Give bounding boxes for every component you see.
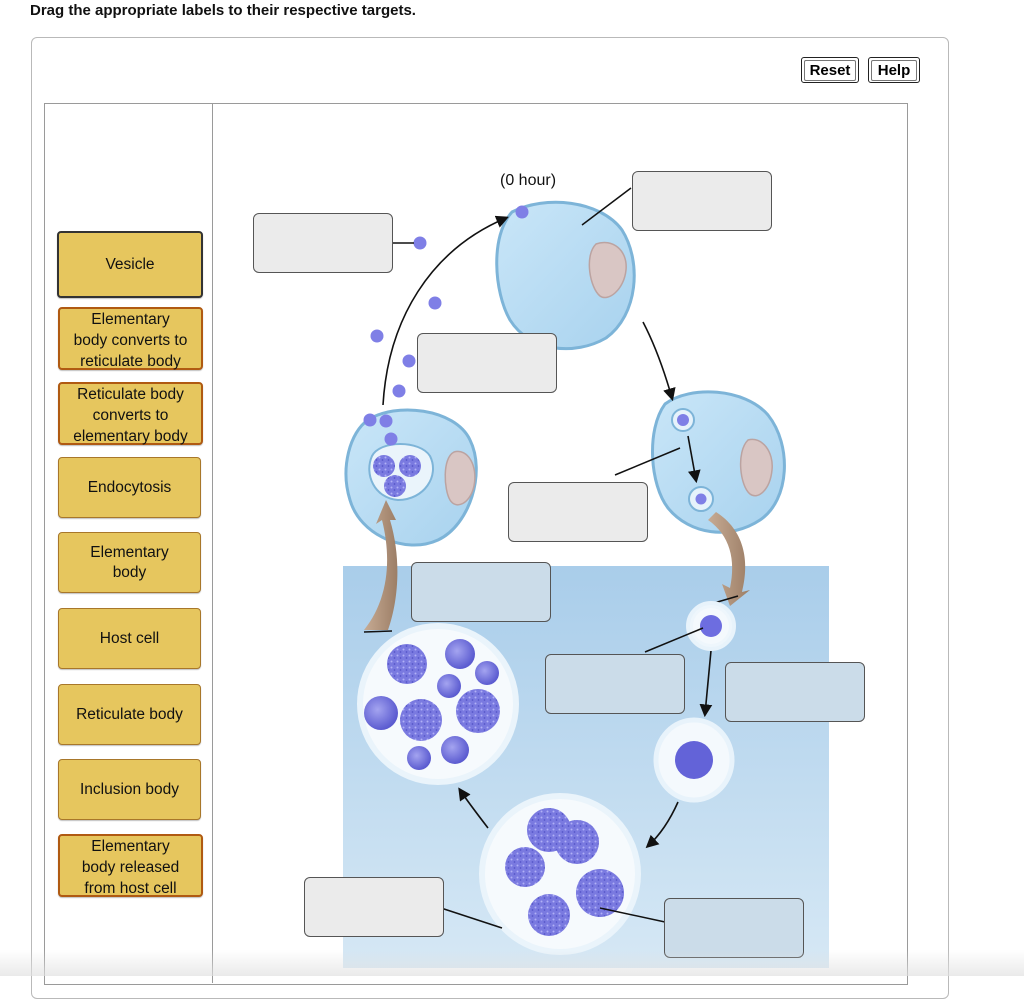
label-rb-to-eb[interactable]: Reticulate body converts to elementary bod… xyxy=(58,382,203,445)
label-text-line: Host cell xyxy=(99,629,160,647)
help-button[interactable]: Help xyxy=(868,57,920,83)
drop-target-1[interactable] xyxy=(253,213,393,273)
label-text-line: converts to xyxy=(92,407,169,424)
label-text-line: Inclusion body xyxy=(79,780,180,798)
label-vesicle[interactable]: Vesicle xyxy=(57,231,203,298)
drop-target-7[interactable] xyxy=(725,662,865,722)
time-label: (0 hour) xyxy=(500,172,557,189)
drop-target-5[interactable] xyxy=(411,562,551,622)
drop-target-3[interactable] xyxy=(417,333,557,393)
reset-button-label: Reset xyxy=(804,60,856,81)
label-text-line: Endocytosis xyxy=(87,478,172,496)
label-endocytosis[interactable]: Endocytosis xyxy=(58,457,201,518)
label-text-line: Reticulate body xyxy=(76,705,183,723)
drop-target-8[interactable] xyxy=(304,877,444,937)
label-reticulate-body[interactable]: Reticulate body xyxy=(58,684,201,745)
drop-target-9[interactable] xyxy=(664,898,804,958)
label-text-line: Reticulate body xyxy=(77,386,184,403)
label-palette xyxy=(44,103,213,983)
label-text-line: body xyxy=(112,563,147,581)
label-text-line: Elementary xyxy=(91,311,170,328)
label-text-line: Elementary xyxy=(90,543,169,561)
label-eb-released[interactable]: Elementary body released from host cell xyxy=(58,834,203,897)
label-text-line: Vesicle xyxy=(105,255,155,273)
label-text-line: from host cell xyxy=(84,880,177,897)
label-eb-to-rb[interactable]: Elementary body converts to reticulate bod… xyxy=(58,307,203,370)
label-text-line: body released xyxy=(81,859,180,876)
label-text-line: reticulate body xyxy=(80,353,181,370)
label-text-line: body converts to xyxy=(73,332,188,349)
drop-target-6[interactable] xyxy=(545,654,685,714)
label-host-cell[interactable]: Host cell xyxy=(58,608,201,669)
reset-button[interactable]: Reset xyxy=(801,57,859,83)
instructions: Drag the appropriate labels to their res… xyxy=(30,2,416,19)
drop-target-4[interactable] xyxy=(508,482,648,542)
help-button-label: Help xyxy=(871,60,917,81)
drop-target-2[interactable] xyxy=(632,171,772,231)
label-text-line: Elementary xyxy=(91,838,170,855)
label-inclusion-body[interactable]: Inclusion body xyxy=(58,759,201,820)
label-elementary-body[interactable]: Elementary body xyxy=(58,532,201,593)
label-text-line: elementary body xyxy=(73,428,188,445)
bottom-fade xyxy=(0,950,1024,976)
